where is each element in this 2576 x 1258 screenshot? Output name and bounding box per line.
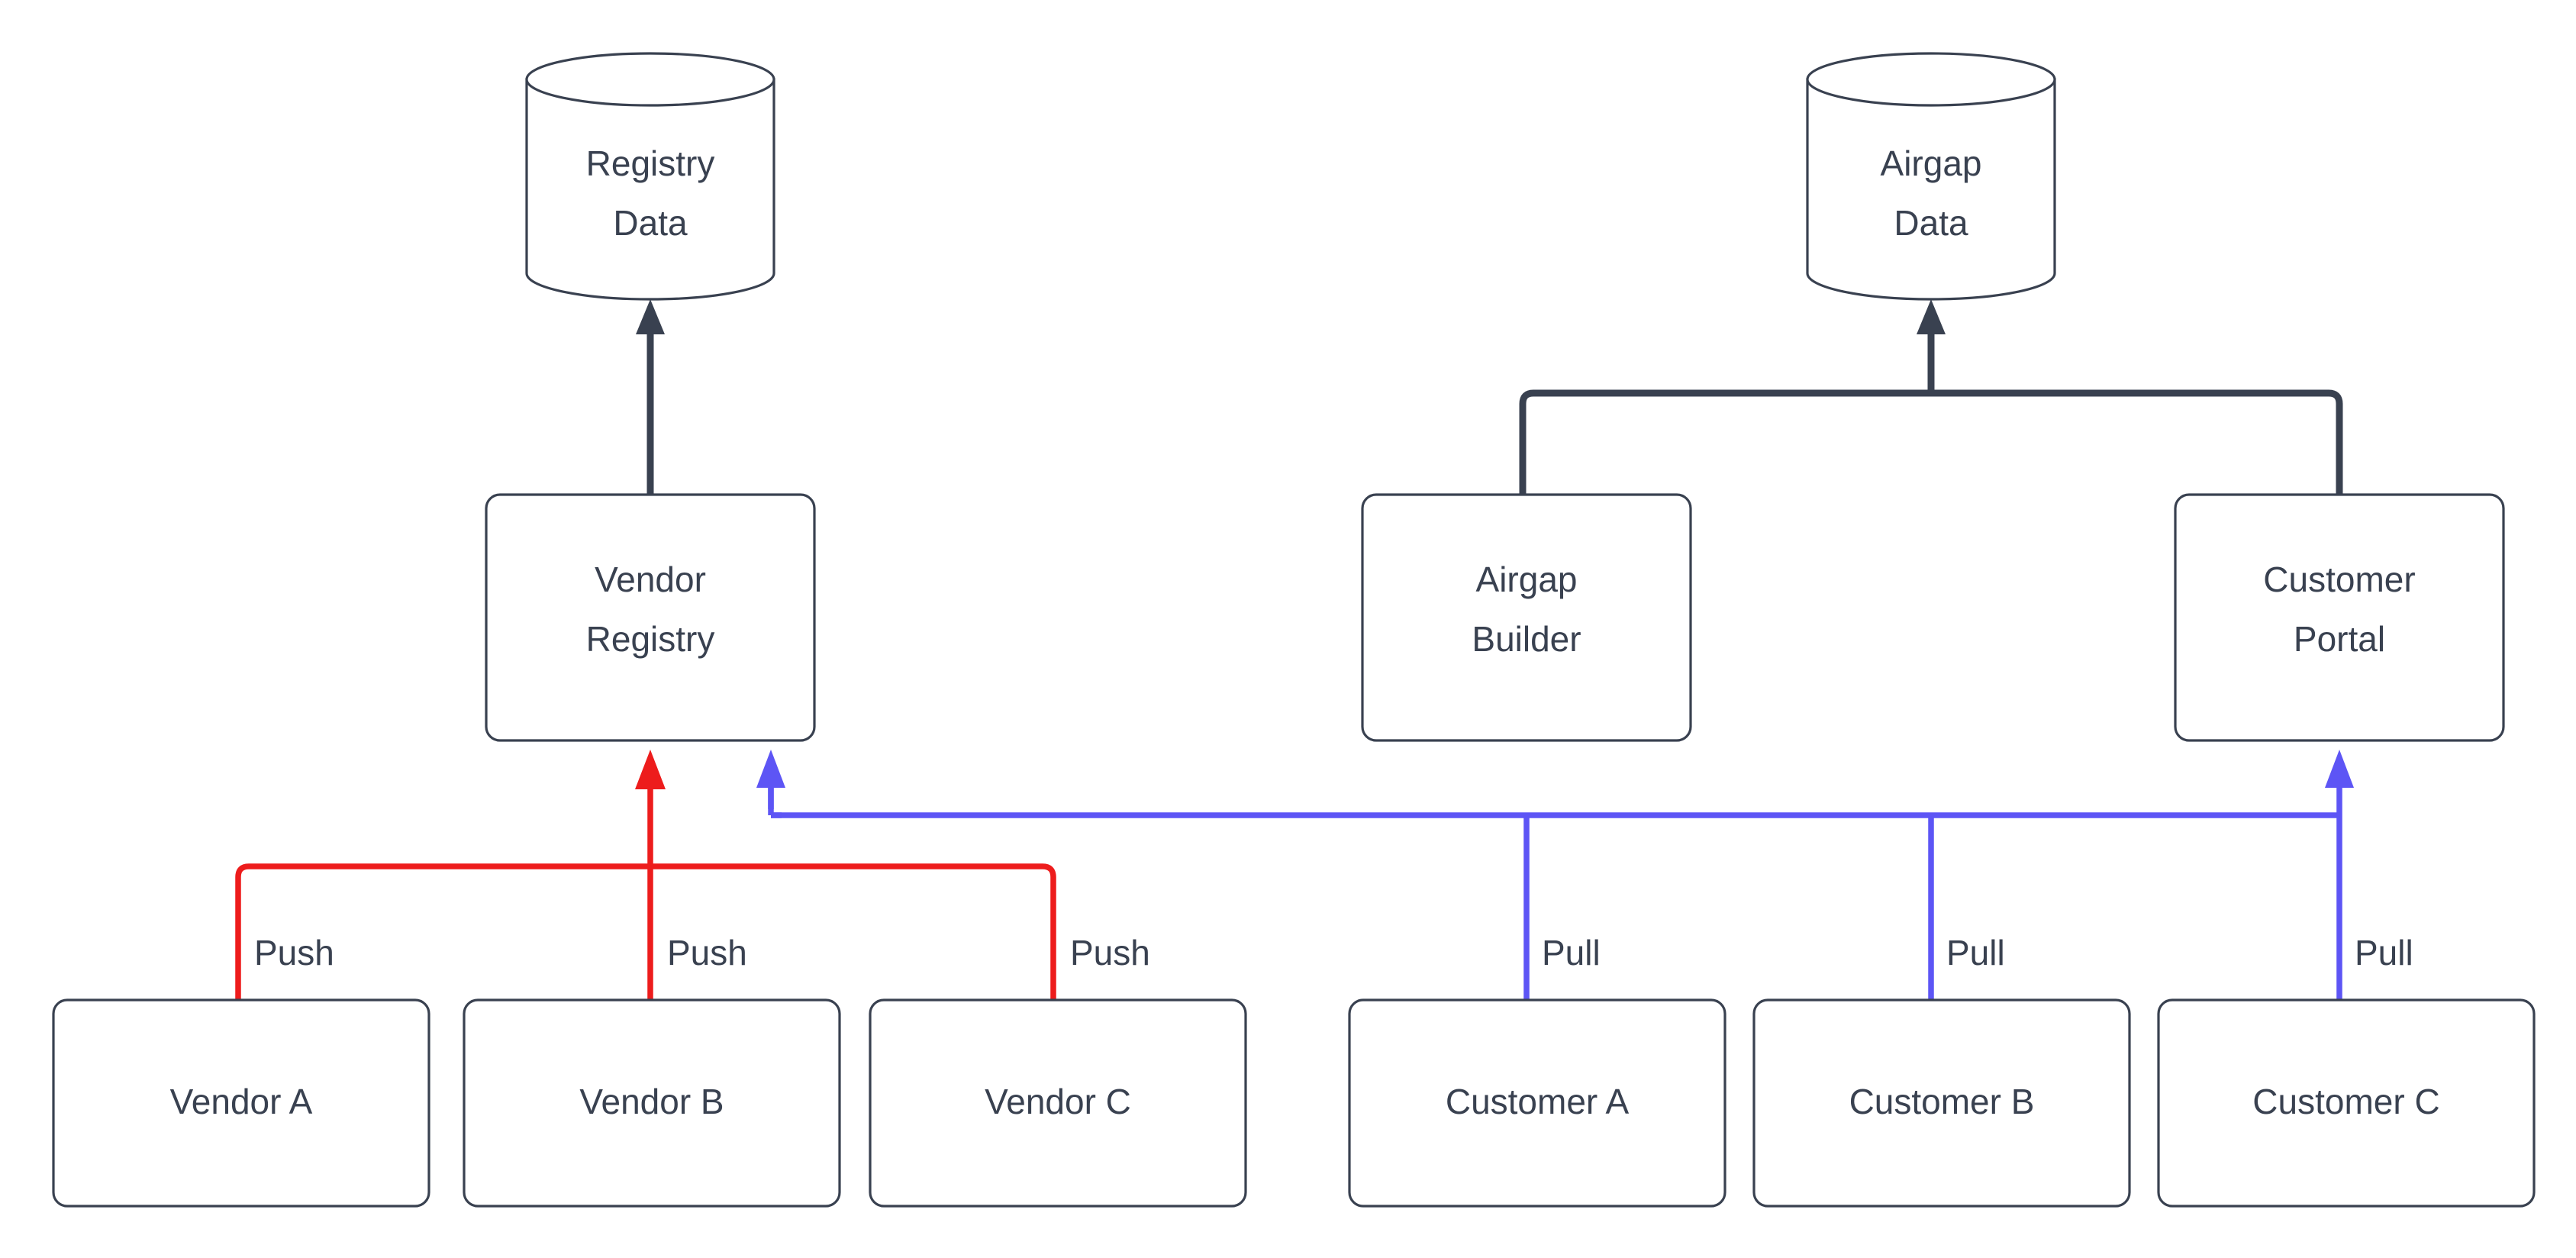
node-registry-data[interactable]: Registry Data — [525, 52, 775, 301]
node-box — [2157, 998, 2536, 1208]
node-vendor-b[interactable]: Vendor B — [463, 998, 841, 1208]
edge-line — [235, 863, 650, 1000]
edge-label-push-b: Push — [667, 933, 747, 973]
node-airgap-data[interactable]: Airgap Data — [1806, 52, 2056, 301]
arrowhead-up-icon — [1917, 299, 1946, 334]
arrowhead-up-icon — [2325, 750, 2354, 788]
edge-vendor-a-push — [235, 863, 650, 1000]
edge-pull-to-vendor-registry — [756, 750, 785, 818]
arrowhead-up-icon — [636, 299, 665, 334]
node-vendor-c[interactable]: Vendor C — [869, 998, 1247, 1208]
node-box — [485, 493, 816, 742]
edge-pull-to-customer-portal — [2325, 750, 2354, 815]
edge-push-trunk-to-vendor-registry — [635, 750, 666, 866]
node-label-line2: Data — [613, 203, 688, 243]
node-airgap-builder[interactable]: Airgap Builder — [1361, 493, 1692, 742]
node-box — [463, 998, 841, 1208]
node-label: Customer A — [1446, 1082, 1630, 1121]
node-customer-portal[interactable]: Customer Portal — [2174, 493, 2505, 742]
node-customer-a[interactable]: Customer A — [1348, 998, 1726, 1208]
edge-customer-portal-to-airgap-data — [1931, 389, 2343, 495]
edge-line — [1519, 389, 1931, 495]
edge-label-push-c: Push — [1070, 933, 1150, 973]
edge-label-pull-a: Pull — [1542, 933, 1601, 973]
cylinder-top — [1806, 52, 2056, 107]
node-label-line2: Data — [1894, 203, 1968, 243]
edge-airgap-trunk-to-airgap-data — [1917, 299, 1946, 393]
node-label: Vendor C — [985, 1082, 1131, 1121]
edge-vendor-c-push — [650, 863, 1056, 1000]
node-label: Vendor B — [579, 1082, 724, 1121]
node-box — [1348, 998, 1726, 1208]
edge-line — [1931, 389, 2343, 495]
edge-label-push-a: Push — [254, 933, 334, 973]
node-vendor-registry[interactable]: Vendor Registry — [485, 493, 816, 742]
arrowhead-up-icon — [635, 750, 666, 789]
edge-airgap-builder-to-airgap-data — [1519, 389, 1931, 495]
node-label: Customer B — [1849, 1082, 2035, 1121]
node-box — [869, 998, 1247, 1208]
node-label-line2: Registry — [586, 619, 715, 659]
node-box — [1752, 998, 2131, 1208]
node-customer-c[interactable]: Customer C — [2157, 998, 2536, 1208]
node-label-line1: Customer — [2263, 560, 2415, 599]
node-vendor-a[interactable]: Vendor A — [52, 998, 430, 1208]
cylinder-body — [1806, 78, 2056, 301]
node-label-line1: Vendor — [595, 560, 706, 599]
edge-label-pull-c: Pull — [2355, 933, 2413, 973]
cylinder-body — [525, 78, 775, 301]
node-label-line2: Builder — [1472, 619, 1581, 659]
node-box — [2174, 493, 2505, 742]
cylinder-top — [525, 52, 775, 107]
arrowhead-up-icon — [756, 750, 785, 788]
node-label-line1: Airgap — [1881, 144, 1982, 183]
node-box — [1361, 493, 1692, 742]
node-label-line1: Airgap — [1476, 560, 1578, 599]
node-label-line1: Registry — [586, 144, 715, 183]
edge-label-pull-b: Pull — [1946, 933, 2005, 973]
node-label: Customer C — [2252, 1082, 2439, 1121]
edge-line — [650, 863, 1056, 1000]
node-customer-b[interactable]: Customer B — [1752, 998, 2131, 1208]
node-box — [52, 998, 430, 1208]
node-label-line2: Portal — [2294, 619, 2385, 659]
node-label: Vendor A — [170, 1082, 313, 1121]
edge-vendor-registry-to-registry-data — [636, 299, 665, 495]
